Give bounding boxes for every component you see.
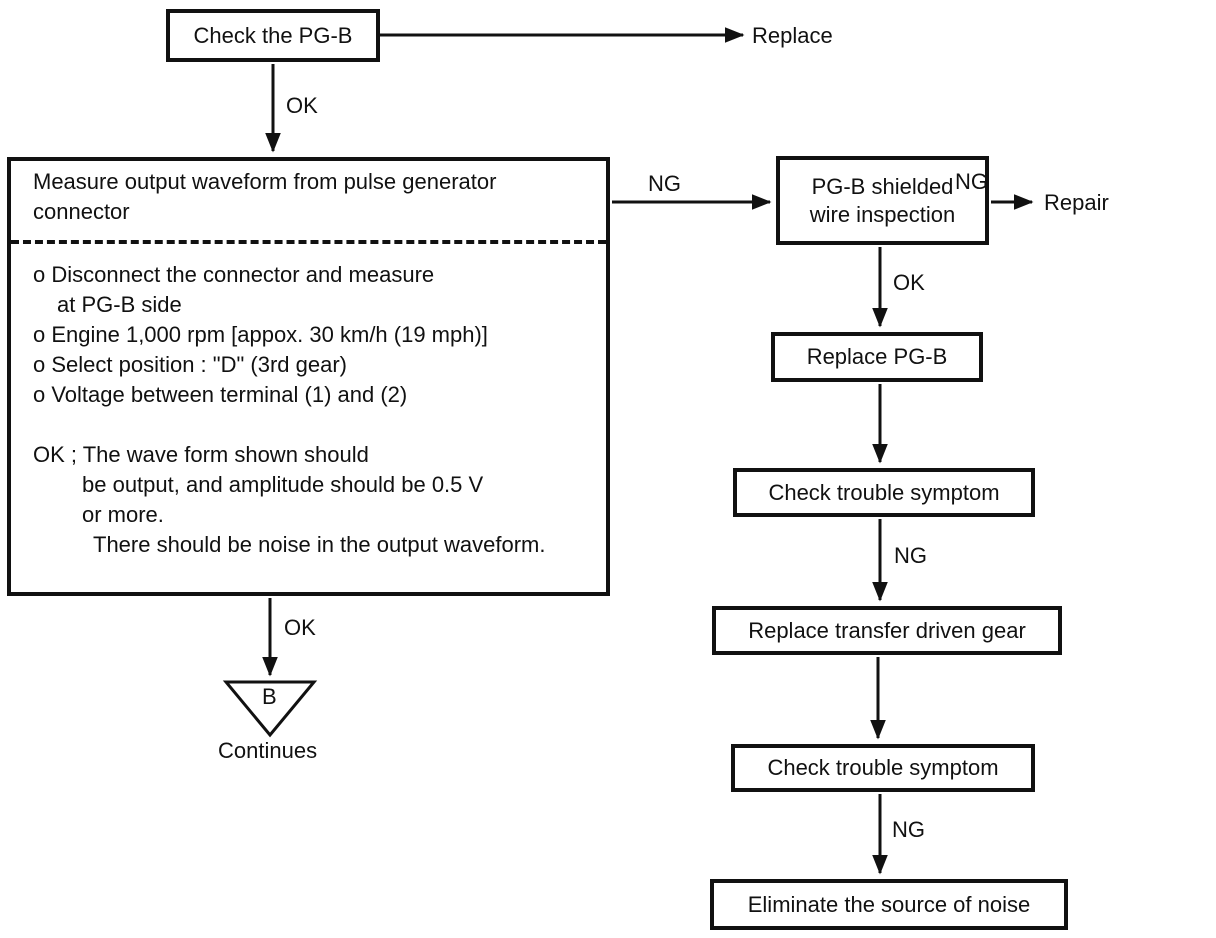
connector-b-caption: Continues <box>218 738 318 763</box>
edge-label-ng-symptom2: NG <box>892 817 925 842</box>
terminal-repair: Repair <box>1044 190 1109 215</box>
node-pgb-wire-line-1: PG-B shielded <box>811 173 954 199</box>
edge-label-ng-symptom1: NG <box>894 543 927 568</box>
node-check-trouble-symptom-2: Check trouble symptom <box>731 744 1035 792</box>
measure-ok-line-3: or more. <box>82 502 164 527</box>
edge-label-ng-measure: NG <box>648 171 681 196</box>
node-replace-transfer-gear-label: Replace transfer driven gear <box>748 617 1026 643</box>
measure-step-3: o Select position : "D" (3rd gear) <box>33 352 347 377</box>
node-replace-transfer-gear: Replace transfer driven gear <box>712 606 1062 655</box>
node-pgb-wire-inspection: PG-B shielded wire inspection <box>776 156 989 245</box>
measure-step-1: o Disconnect the connector and measure <box>33 262 435 287</box>
terminal-replace: Replace <box>752 23 833 48</box>
node-check-pgb-label: Check the PG-B <box>193 22 353 48</box>
edge-label-ok-wire: OK <box>893 270 925 295</box>
measure-step-2: o Engine 1,000 rpm [appox. 30 km/h (19 m… <box>33 322 488 347</box>
measure-ok-line-2: be output, and amplitude should be 0.5 V <box>82 472 484 497</box>
measure-ok-line-4: There should be noise in the output wave… <box>93 532 546 557</box>
node-eliminate-noise-label: Eliminate the source of noise <box>747 891 1031 917</box>
node-check-trouble-symptom-1: Check trouble symptom <box>733 468 1035 517</box>
dashed-divider <box>11 240 606 244</box>
node-check-trouble-symptom-2-label: Check trouble symptom <box>767 755 999 780</box>
node-eliminate-noise: Eliminate the source of noise <box>710 879 1068 930</box>
node-pgb-wire-line-2: wire inspection <box>809 201 956 227</box>
spacer <box>33 410 588 440</box>
connector-b-triangle <box>222 680 318 738</box>
measure-step-4: o Voltage between terminal (1) and (2) <box>33 382 408 407</box>
edge-label-ok-bottom: OK <box>284 615 316 640</box>
measure-title-line-2: connector <box>33 199 130 224</box>
node-measure-waveform: Measure output waveform from pulse gener… <box>7 157 610 596</box>
node-check-pgb: Check the PG-B <box>166 9 380 62</box>
measure-title-line-1: Measure output waveform from pulse gener… <box>33 169 497 194</box>
measure-ok-line-1: OK ; The wave form shown should <box>33 442 369 467</box>
connector-b-label: B <box>262 684 277 709</box>
node-check-trouble-symptom-1-label: Check trouble symptom <box>768 479 1000 505</box>
edge-label-ok-top: OK <box>286 93 318 118</box>
measure-step-1-cont: at PG-B side <box>57 292 182 317</box>
edge-label-ng-wire: NG <box>955 169 988 194</box>
node-replace-pgb-label: Replace PG-B <box>806 344 948 369</box>
node-replace-pgb: Replace PG-B <box>771 332 983 382</box>
